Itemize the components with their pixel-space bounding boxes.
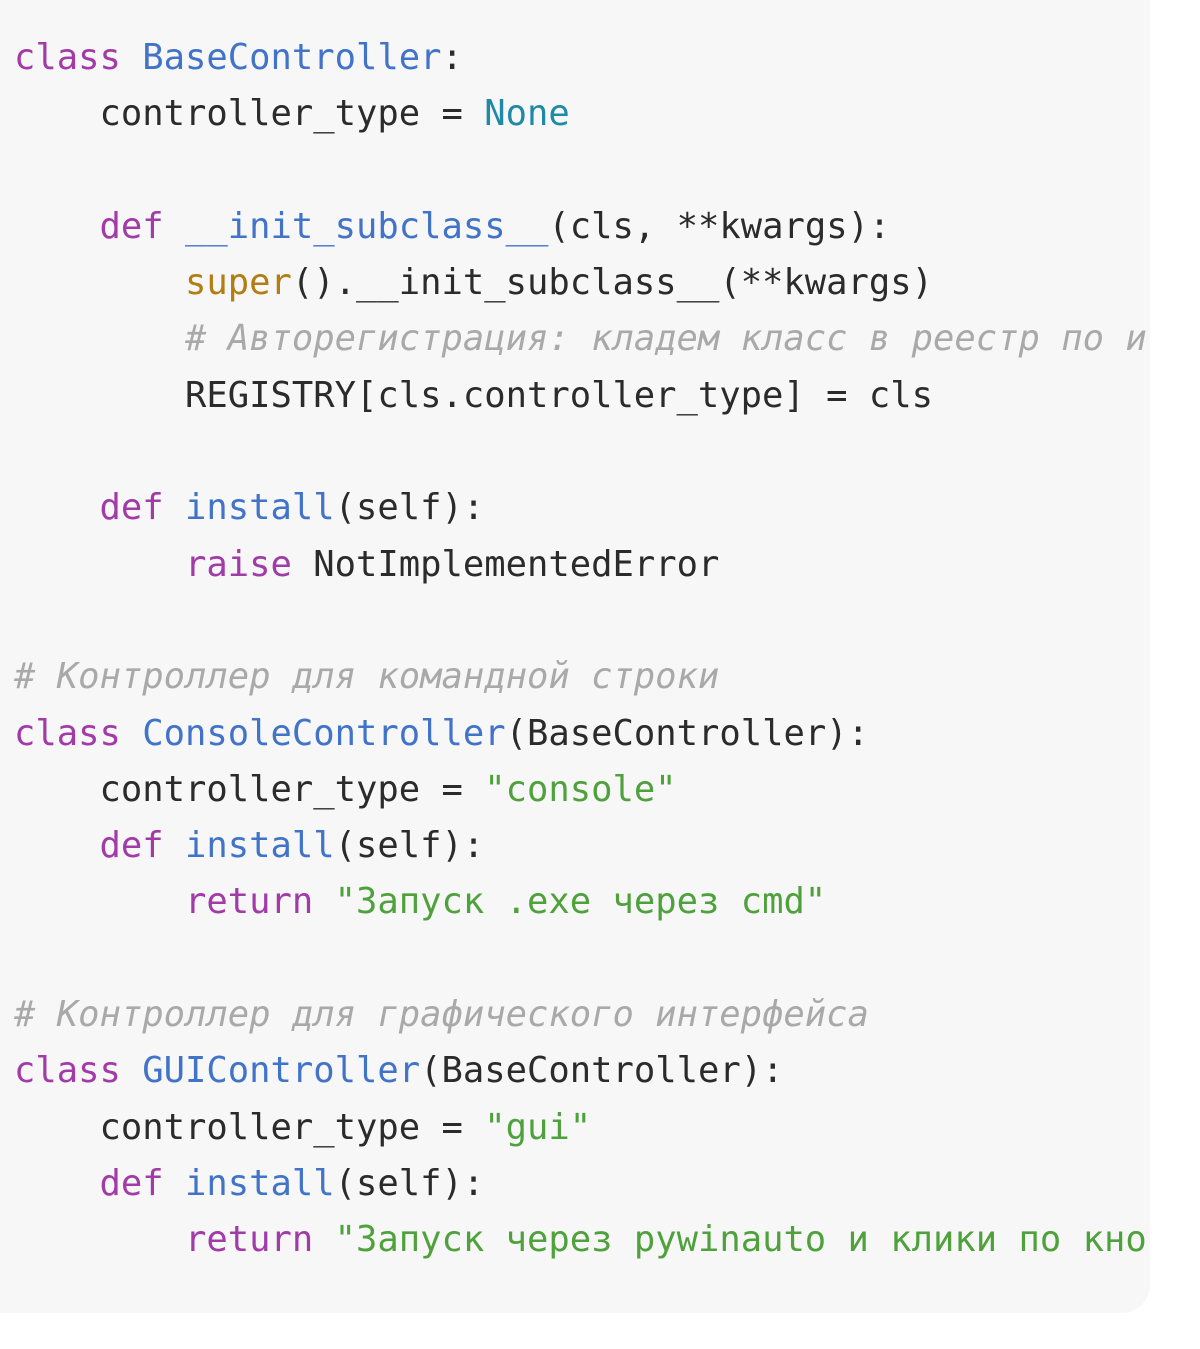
code-text-token bbox=[121, 1050, 142, 1091]
code-text-token bbox=[164, 1163, 185, 1204]
code-text-token: (self): bbox=[334, 1162, 485, 1204]
code-line: controller_type = "gui" bbox=[14, 1100, 1147, 1156]
comment-token: # Контроллер для командной строки bbox=[14, 656, 720, 698]
builtin-token: super bbox=[184, 262, 292, 304]
keyword-token: return bbox=[184, 881, 314, 923]
code-text-token bbox=[164, 825, 185, 866]
code-text-token bbox=[14, 262, 185, 303]
function-name-token: install bbox=[185, 487, 335, 529]
code-text-token bbox=[14, 487, 100, 528]
code-text-token: (BaseController): bbox=[420, 1050, 784, 1092]
comment-token: # Контроллер для графического интерфейса bbox=[14, 994, 869, 1036]
keyword-token: def bbox=[99, 487, 164, 529]
code-text-token: : bbox=[441, 37, 463, 78]
code-text-token: (cls, **kwargs): bbox=[548, 205, 891, 247]
code-text-token: (BaseController): bbox=[505, 712, 869, 754]
code-text-token: controller_type = bbox=[14, 768, 485, 810]
code-line: def __init_subclass__(cls, **kwargs): bbox=[14, 199, 1147, 255]
code-text-token: NotImplementedError bbox=[291, 543, 720, 585]
code-content: class BaseController: controller_type = … bbox=[14, 30, 1147, 1269]
code-block: class BaseController: controller_type = … bbox=[14, 30, 1147, 1269]
keyword-token: def bbox=[99, 825, 164, 867]
code-text-token: REGISTRY[cls.controller_type] = cls bbox=[14, 374, 934, 416]
code-line: ​ bbox=[14, 931, 1147, 987]
function-name-token: install bbox=[185, 825, 335, 867]
code-line: controller_type = "console" bbox=[14, 762, 1147, 818]
code-text-token bbox=[14, 1219, 185, 1260]
code-text-token: (self): bbox=[334, 825, 485, 867]
code-text-token: ().__init_subclass__(**kwargs) bbox=[291, 262, 934, 304]
code-line: ​ bbox=[14, 143, 1147, 199]
code-line: class BaseController: bbox=[14, 30, 1147, 86]
code-text-token bbox=[14, 825, 100, 866]
code-line: # Контроллер для командной строки bbox=[14, 649, 1147, 705]
code-line: def install(self): bbox=[14, 818, 1147, 874]
keyword-token: class bbox=[14, 1050, 121, 1092]
code-line: controller_type = None bbox=[14, 86, 1147, 142]
keyword-token: return bbox=[184, 1219, 314, 1261]
comment-token: # Авторегистрация: кладем класс в реестр… bbox=[184, 318, 1147, 360]
keyword-token: class bbox=[14, 37, 121, 78]
code-text-token bbox=[121, 37, 142, 78]
code-line: raise NotImplementedError bbox=[14, 537, 1147, 593]
keyword-token: class bbox=[14, 712, 121, 754]
code-line: def install(self): bbox=[14, 480, 1147, 536]
code-line: super().__init_subclass__(**kwargs) bbox=[14, 255, 1147, 311]
code-text-token bbox=[164, 206, 185, 247]
function-name-token: ConsoleController bbox=[142, 712, 506, 754]
function-name-token: install bbox=[185, 1162, 335, 1204]
code-line: def install(self): bbox=[14, 1156, 1147, 1212]
string-token: "console" bbox=[484, 768, 677, 810]
constant-token: None bbox=[484, 93, 570, 135]
function-name-token: GUIController bbox=[142, 1050, 421, 1092]
keyword-token: def bbox=[99, 1162, 164, 1204]
code-line: class GUIController(BaseController): bbox=[14, 1043, 1147, 1099]
code-text-token bbox=[313, 1219, 334, 1260]
code-text-token: controller_type = bbox=[14, 1106, 485, 1148]
code-text-token bbox=[14, 544, 185, 585]
code-line: ​ bbox=[14, 593, 1147, 649]
function-name-token: __init_subclass__ bbox=[185, 205, 549, 247]
code-text-token bbox=[14, 1163, 100, 1204]
code-text-token bbox=[121, 713, 142, 754]
code-line: # Авторегистрация: кладем класс в реестр… bbox=[14, 311, 1147, 367]
string-token: "gui" bbox=[484, 1106, 592, 1148]
code-text-token bbox=[313, 881, 334, 922]
function-name-token: BaseController bbox=[142, 37, 442, 78]
code-line: ​ bbox=[14, 424, 1147, 480]
code-text-token bbox=[164, 487, 185, 528]
code-text-token bbox=[14, 318, 185, 359]
keyword-token: def bbox=[99, 205, 164, 247]
code-line: # Контроллер для графического интерфейса bbox=[14, 987, 1147, 1043]
keyword-token: raise bbox=[184, 543, 292, 585]
string-token: "Запуск .exe через cmd" bbox=[334, 881, 827, 923]
code-line: return "Запуск .exe через cmd" bbox=[14, 874, 1147, 930]
code-line: return "Запуск через pywinauto и клики п… bbox=[14, 1212, 1147, 1268]
code-text-token bbox=[14, 206, 100, 247]
code-line: class ConsoleController(BaseController): bbox=[14, 706, 1147, 762]
code-line: REGISTRY[cls.controller_type] = cls bbox=[14, 368, 1147, 424]
code-text-token: controller_type = bbox=[14, 93, 485, 135]
code-text-token bbox=[14, 881, 185, 922]
string-token: "Запуск через pywinauto и клики по кно bbox=[334, 1219, 1147, 1261]
code-text-token: (self): bbox=[334, 487, 485, 529]
